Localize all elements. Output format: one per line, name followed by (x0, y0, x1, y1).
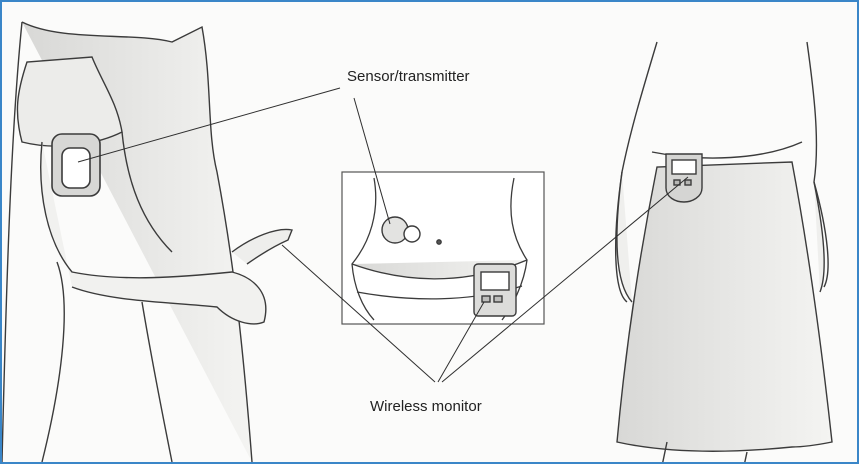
arm-sensor-transmitter (52, 134, 100, 196)
wireless-monitor-label: Wireless monitor (370, 398, 482, 415)
center-inset-abdomen (342, 172, 544, 324)
sensor-transmitter-label: Sensor/transmitter (347, 68, 470, 85)
left-figure-man (2, 22, 292, 462)
woman-wireless-monitor (666, 154, 702, 202)
right-figure-woman (616, 42, 832, 464)
